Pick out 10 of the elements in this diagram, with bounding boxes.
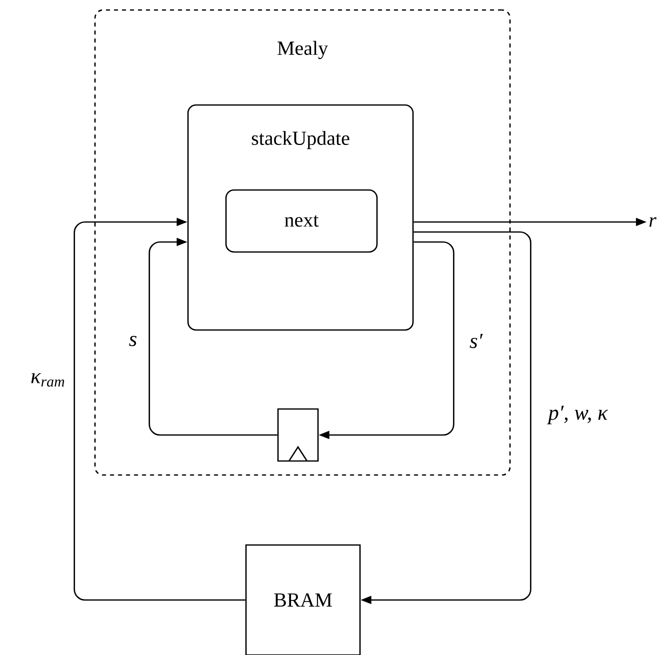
arrow bbox=[148, 238, 278, 436]
process-box: next bbox=[225, 189, 378, 253]
edge-label: s bbox=[128, 334, 138, 348]
edge-label: s′ bbox=[468, 332, 484, 350]
memory-block: BRAM bbox=[245, 544, 361, 655]
edge-label: p′, w, κ bbox=[546, 404, 610, 426]
arrow bbox=[74, 218, 246, 601]
output-text: r bbox=[649, 217, 656, 227]
register-symbol bbox=[277, 408, 319, 462]
edge-label: κ$_{ram}$ bbox=[29, 372, 67, 388]
